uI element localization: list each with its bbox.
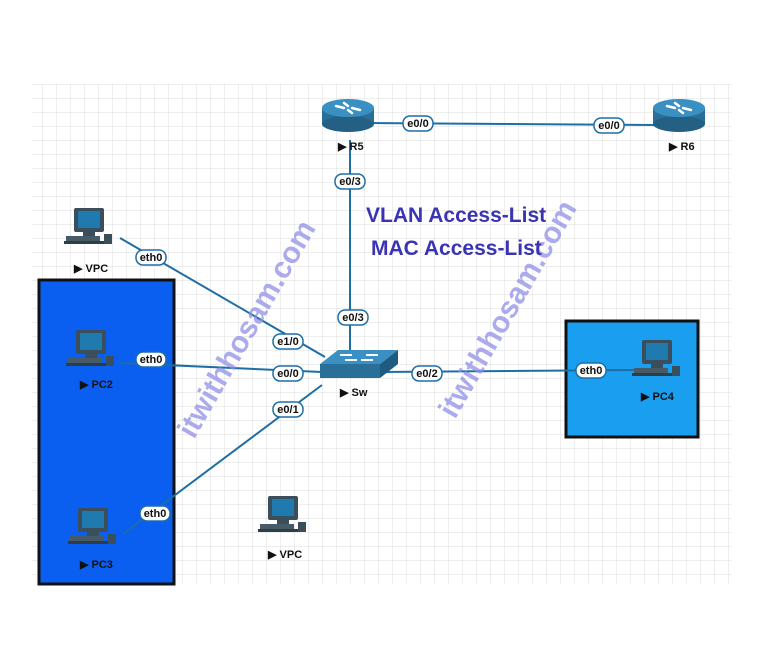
pc2-label: PC2: [92, 379, 113, 391]
svg-text:eth0: eth0: [580, 365, 603, 377]
svg-text:eth0: eth0: [140, 252, 163, 264]
title-line-1: VLAN Access-List: [366, 204, 546, 227]
router-r6-label: R6: [681, 141, 695, 153]
if-r5-e0-3: e0/3: [334, 173, 366, 190]
svg-text:▶ PC2: ▶ PC2: [79, 379, 113, 391]
pc3[interactable]: ▶ PC3: [68, 508, 116, 571]
interface-labels: e0/0 e0/0 e0/3 e0/3 eth0 e1/0 eth0 e0/0: [135, 115, 625, 522]
svg-text:▶ R6: ▶ R6: [668, 141, 695, 153]
if-sw-e0-2: e0/2: [411, 365, 443, 382]
svg-text:e0/1: e0/1: [277, 404, 298, 416]
vpc-top-label: VPC: [86, 263, 109, 275]
router-r5[interactable]: ▶ R5: [320, 97, 376, 153]
vpc-bottom[interactable]: ▶ VPC: [258, 496, 306, 561]
svg-text:▶ VPC: ▶ VPC: [73, 263, 108, 275]
if-sw-e0-3: e0/3: [337, 309, 369, 326]
svg-text:▶ VPC: ▶ VPC: [267, 549, 302, 561]
switch-icon: [320, 350, 398, 378]
pc4-label: PC4: [653, 391, 675, 403]
vlan-box-left: [37, 278, 176, 586]
svg-text:e0/2: e0/2: [416, 368, 437, 380]
svg-text:eth0: eth0: [140, 354, 163, 366]
svg-text:e0/0: e0/0: [277, 368, 298, 380]
switch-sw[interactable]: ▶ Sw: [320, 350, 398, 399]
svg-text:▶ R5: ▶ R5: [337, 141, 364, 153]
svg-text:eth0: eth0: [144, 508, 167, 520]
vpc-bottom-label: VPC: [280, 549, 303, 561]
if-sw-e0-1: e0/1: [272, 401, 304, 418]
router-icon: [320, 97, 376, 134]
if-pc3-eth0: eth0: [139, 505, 171, 522]
svg-text:▶ PC3: ▶ PC3: [79, 559, 113, 571]
svg-text:e0/3: e0/3: [342, 312, 363, 324]
if-sw-e0-0: e0/0: [272, 365, 304, 382]
router-r5-label: R5: [350, 141, 364, 153]
svg-text:▶ PC4: ▶ PC4: [640, 391, 675, 403]
if-sw-e1-0: e1/0: [272, 333, 304, 350]
switch-sw-label: Sw: [352, 387, 368, 399]
if-r5-e0-0: e0/0: [402, 115, 434, 132]
pc4[interactable]: ▶ PC4: [632, 340, 680, 403]
vpc-top[interactable]: ▶ VPC: [64, 208, 112, 275]
if-pc4-eth0: eth0: [575, 362, 607, 379]
pc2[interactable]: ▶ PC2: [66, 330, 114, 391]
router-r6[interactable]: ▶ R6: [651, 97, 707, 153]
if-vpc-eth0: eth0: [135, 249, 167, 266]
title-line-2: MAC Access-List: [371, 237, 542, 260]
svg-text:e1/0: e1/0: [277, 336, 298, 348]
svg-text:e0/0: e0/0: [598, 120, 619, 132]
if-pc2-eth0: eth0: [135, 351, 167, 368]
pc3-label: PC3: [92, 559, 113, 571]
svg-text:e0/0: e0/0: [407, 118, 428, 130]
router-icon: [651, 97, 707, 134]
if-r6-e0-0: e0/0: [593, 117, 625, 134]
svg-text:▶ Sw: ▶ Sw: [339, 387, 368, 399]
svg-text:e0/3: e0/3: [339, 176, 360, 188]
vlan-box-right: [564, 319, 700, 439]
